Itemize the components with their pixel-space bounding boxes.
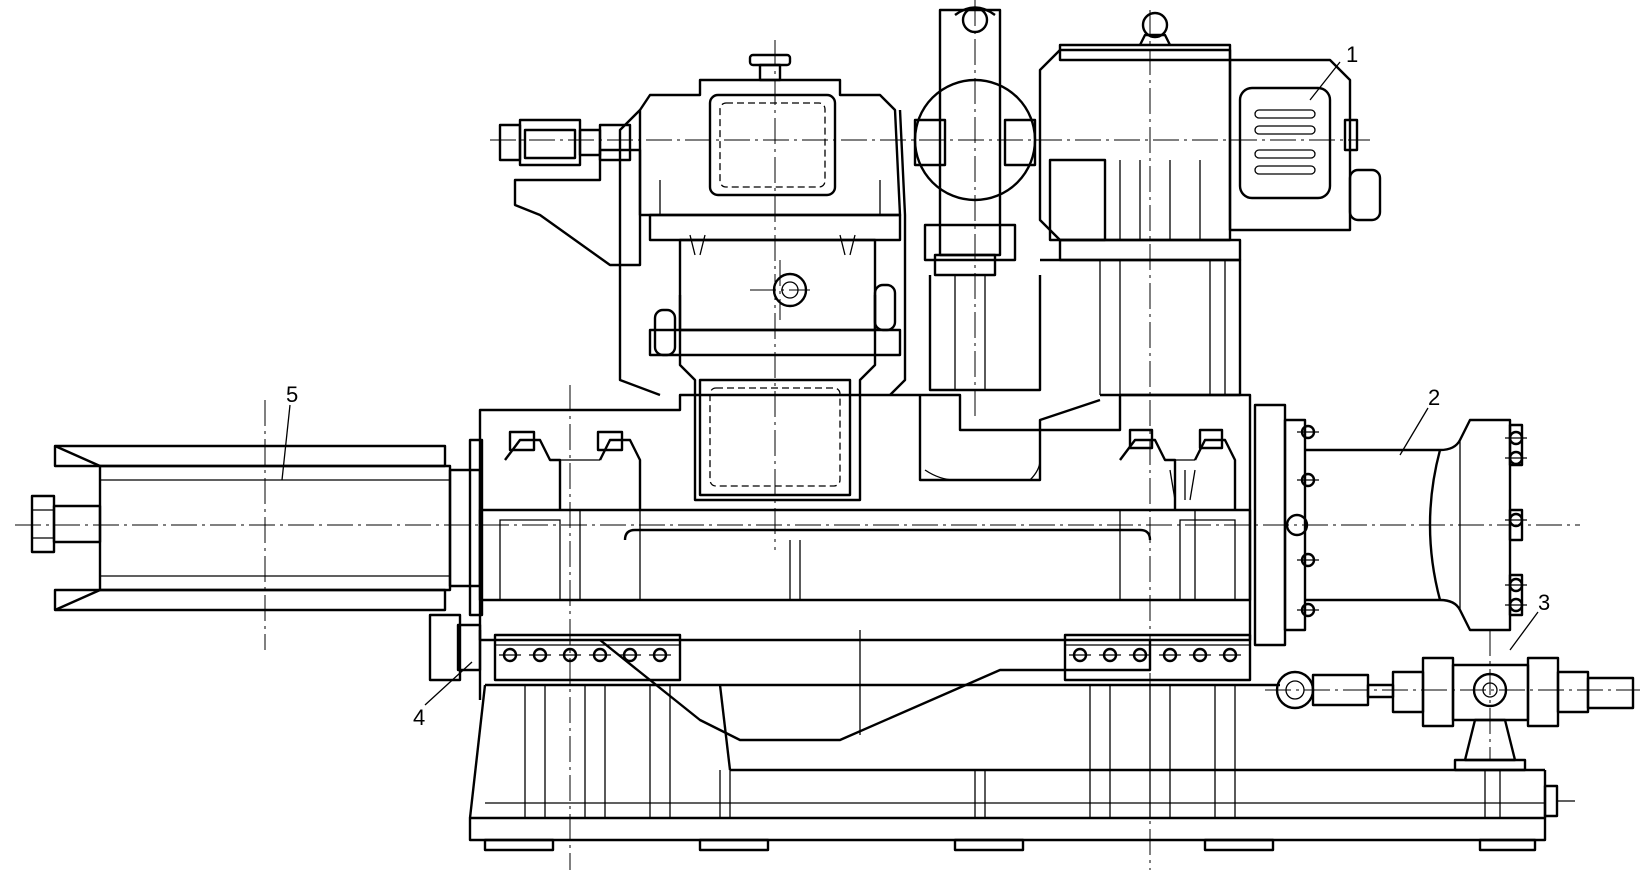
callout-4: 4 (413, 705, 425, 730)
base-frame (468, 683, 1575, 852)
motor-1 (1038, 11, 1382, 397)
bolt-heads (499, 424, 1527, 663)
center-lines (15, 0, 1640, 870)
callout-2: 2 (1428, 385, 1440, 410)
slide-assembly-5 (30, 438, 484, 682)
callout-3: 3 (1538, 590, 1550, 615)
mounting-blocks (493, 633, 1252, 682)
left-auxiliary-drive (498, 118, 642, 267)
callout-5: 5 (286, 382, 298, 407)
central-gear-tower (618, 53, 907, 502)
callout-1: 1 (1346, 42, 1358, 67)
actuator-3 (1275, 656, 1635, 772)
leader-lines (281, 61, 1539, 706)
coupling-assembly (913, 6, 1042, 392)
main-housing (478, 393, 1252, 742)
